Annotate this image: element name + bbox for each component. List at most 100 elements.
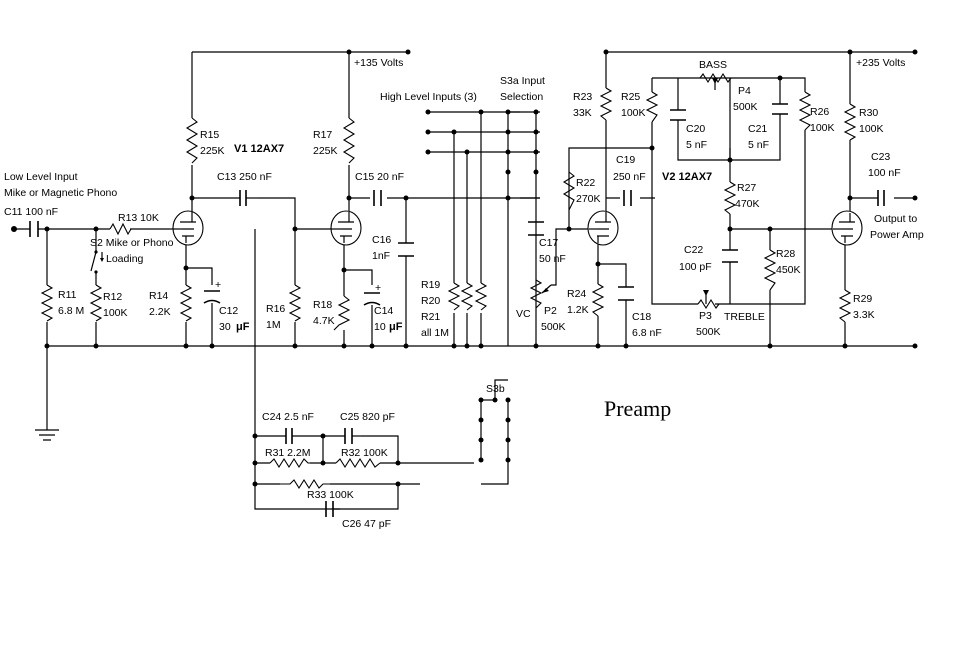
- s3a-sub-label: Selection: [500, 91, 543, 103]
- cap-c15: [373, 190, 382, 206]
- wires: [14, 51, 915, 510]
- cap-c24: [285, 428, 293, 444]
- components-c12v-label: 30: [219, 321, 231, 333]
- switches: [90, 111, 520, 401]
- s3a-label: S3a Input: [500, 75, 545, 87]
- cap-c13: [239, 190, 247, 206]
- low-level-input-label: Low Level Input: [4, 171, 78, 183]
- resistor-r23: [599, 87, 613, 121]
- cap-c12: [203, 290, 221, 304]
- components-c16v-label: 1nF: [372, 250, 390, 262]
- components-r14-label: R14: [149, 290, 168, 302]
- components-r22-label: R22: [576, 177, 595, 189]
- components-r17v-label: 225K: [313, 145, 338, 157]
- components-r26-label: R26: [810, 106, 829, 118]
- components-p3-label: P3: [699, 310, 712, 322]
- components-r16-label: R16: [266, 303, 285, 315]
- components-c13-label: C13 250 nF: [217, 171, 272, 183]
- components-c18v-label: 6.8 nF: [632, 327, 662, 339]
- resistor-r26: [798, 91, 812, 131]
- components-c23v-label: 100 nF: [868, 167, 901, 179]
- components-r27-label: R27: [737, 182, 756, 194]
- components-r30v-label: 100K: [859, 123, 884, 135]
- components-p2v-label: 500K: [541, 321, 566, 333]
- components-mu_f-label: μF: [389, 321, 403, 333]
- components-c19v-label: 250 nF: [613, 171, 646, 183]
- resistor-r13: [109, 222, 132, 236]
- pot-p3: [697, 298, 720, 310]
- output-sub-label: Power Amp: [870, 229, 924, 241]
- components-c23-label: C23: [871, 151, 890, 163]
- components-p3v-label: 500K: [696, 326, 721, 338]
- components-c16-label: C16: [372, 234, 391, 246]
- tube-v1a: [170, 210, 204, 246]
- components-c14v-label: 10: [374, 321, 386, 333]
- cap-c18: [618, 286, 634, 301]
- tube-v1-label: V1 12AX7: [234, 143, 284, 155]
- components-r31-label: R31 2.2M: [265, 447, 311, 459]
- resistor-r25: [645, 91, 659, 123]
- cap-c19: [623, 190, 632, 206]
- components-c21v-label: 5 nF: [748, 139, 769, 151]
- resistor-r12: [89, 284, 103, 322]
- components-c18-label: C18: [632, 311, 651, 323]
- supply-135-label: +135 Volts: [354, 57, 403, 69]
- components-c14-label: C14: [374, 305, 393, 317]
- s2-label: S2 Mike or Phono: [90, 237, 174, 249]
- output-label: Output to: [874, 213, 917, 225]
- components-r11-label: R11: [58, 289, 77, 301]
- resistor-r24: [591, 283, 605, 317]
- components-p2-label: P2: [544, 305, 557, 317]
- components-r18v-label: 4.7K: [313, 315, 335, 327]
- components-r15-label: R15: [200, 129, 219, 141]
- components-c12-label: C12: [219, 305, 238, 317]
- resistor-r32: [335, 457, 381, 469]
- components-c22v-label: 100 pF: [679, 261, 712, 273]
- ground-symbol: [35, 429, 59, 441]
- components-c20-label: C20: [686, 123, 705, 135]
- components-r26v-label: 100K: [810, 122, 835, 134]
- components-r32-label: R32 100K: [341, 447, 388, 459]
- svg-text:+: +: [215, 279, 221, 291]
- cap-c16: [398, 242, 414, 257]
- components-r17-label: R17: [313, 129, 332, 141]
- resistor-r20: [460, 282, 474, 311]
- resistor-r14: [179, 284, 193, 322]
- components-c22-label: C22: [684, 244, 703, 256]
- resistor-r17: [342, 117, 356, 164]
- page-title: Preamp: [604, 396, 671, 421]
- components-r11v-label: 6.8 M: [58, 305, 84, 317]
- resistor-r16: [288, 284, 302, 322]
- resistors: [40, 87, 857, 490]
- pot-p2: [529, 279, 543, 309]
- components-c15-label: C15 20 nF: [355, 171, 404, 183]
- cap-c23: [877, 190, 885, 206]
- switch-s2: [90, 251, 97, 272]
- supply-235-label: +235 Volts: [856, 57, 905, 69]
- components-r29v-label: 3.3K: [853, 309, 875, 321]
- components-c17-label: C17: [539, 237, 558, 249]
- components-r24-label: R24: [567, 288, 586, 300]
- components-c11-label: C11 100 nF: [4, 206, 58, 218]
- tube-v2a: [587, 210, 619, 246]
- low-level-input-sub-label: Mike or Magnetic Phono: [4, 187, 117, 199]
- components-c21-label: C21: [748, 123, 767, 135]
- components-r28-label: R28: [776, 248, 795, 260]
- cap-c14: [363, 292, 381, 306]
- resistor-r29: [838, 289, 852, 323]
- s3b-label: S3b: [486, 383, 505, 395]
- components-vc-label: VC: [516, 308, 531, 320]
- components-r20-label: R20: [421, 295, 440, 307]
- components-r23v-label: 33K: [573, 107, 592, 119]
- cap-c17: [528, 221, 544, 236]
- tube-v2-label: V2 12AX7: [662, 171, 712, 183]
- components-mu_f-label: μF: [236, 321, 250, 333]
- resistor-r18: [333, 295, 351, 331]
- components-c25-label: C25 820 pF: [340, 411, 395, 423]
- components-treble-label: TREBLE: [724, 311, 765, 323]
- labels: +135 Volts +235 Volts V1 12AX7 V2 12AX7 …: [4, 57, 924, 530]
- components-bass-label: BASS: [699, 59, 727, 71]
- components-r24v-label: 1.2K: [567, 304, 589, 316]
- resistor-r19: [447, 282, 461, 311]
